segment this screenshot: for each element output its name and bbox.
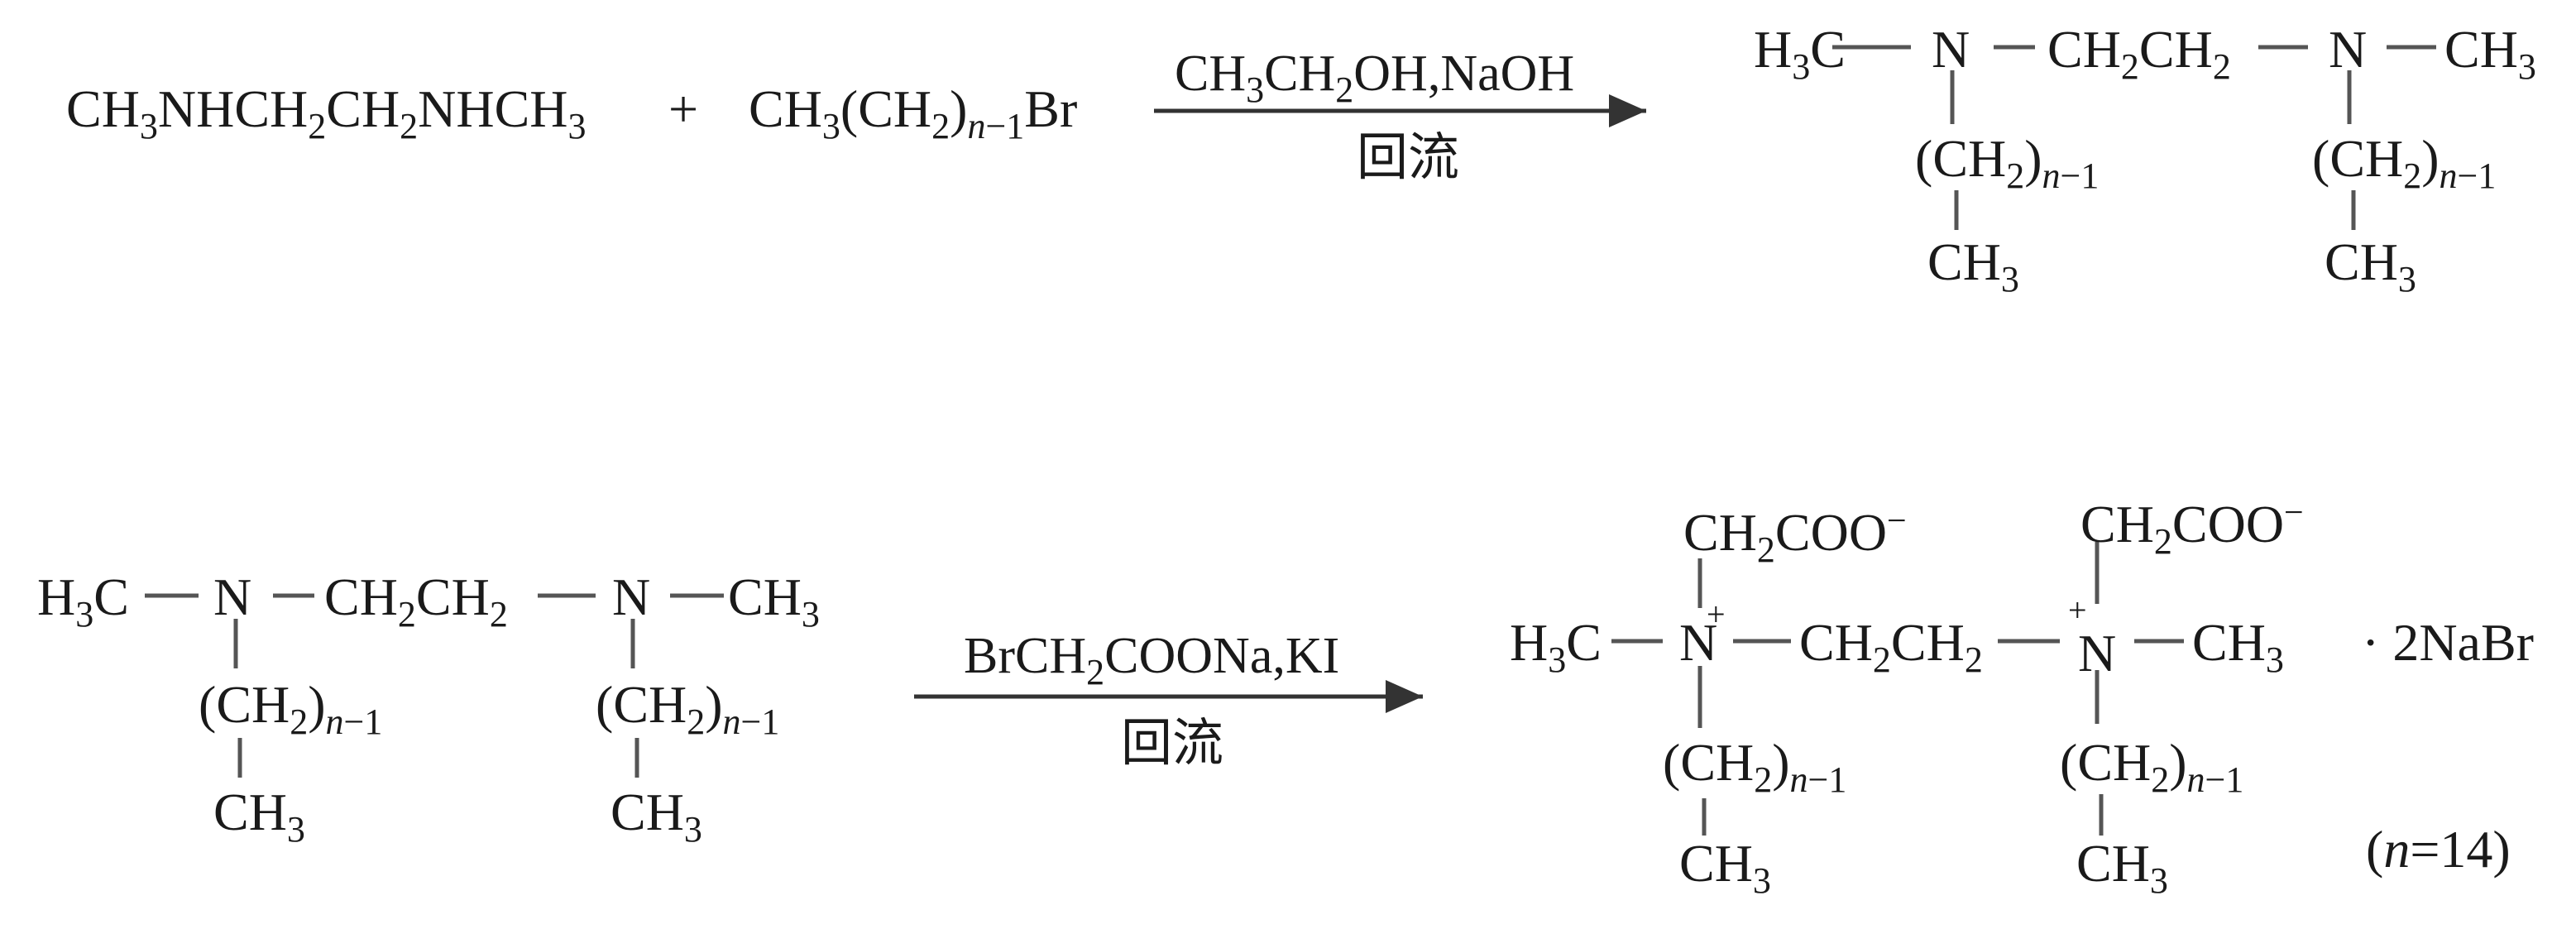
product-n-right: N xyxy=(2078,624,2117,682)
diamine2-bridge: CH2CH2 xyxy=(324,567,508,634)
diamine-n-left: N xyxy=(1932,20,1970,79)
diamine2-terminal-right: CH3 xyxy=(610,783,702,850)
product-n-left-charge: + xyxy=(1707,596,1726,633)
product-terminal-right: CH3 xyxy=(2076,834,2168,901)
plus-sign: + xyxy=(668,79,699,138)
diamine2-terminal-left: CH3 xyxy=(213,783,305,850)
diamine-bridge: CH2CH2 xyxy=(2047,20,2231,87)
product-chain-right: (CH2)n−1 xyxy=(2060,733,2244,800)
product-carboxymethyl-right: CH2COO− xyxy=(2080,494,2304,562)
diamine-chain-right: (CH2)n−1 xyxy=(2312,129,2497,196)
product-carboxymethyl-left: CH2COO− xyxy=(1683,502,1907,570)
product-salt: · 2NaBr xyxy=(2362,613,2534,672)
diamine2-n-left: N xyxy=(213,567,252,626)
diamine-terminal-right: CH3 xyxy=(2325,232,2416,299)
diamine2-h3c: H3C xyxy=(37,567,129,634)
condition-reflux-2: 回流 xyxy=(1121,716,1224,772)
diamine-terminal-left: CH3 xyxy=(1927,232,2019,299)
diamine2-chain-left: (CH2)n−1 xyxy=(199,675,383,742)
condition-reflux-1: 回流 xyxy=(1357,130,1460,186)
diamine-h3c: H3C xyxy=(1754,20,1846,87)
product-n-left: N xyxy=(1679,613,1718,672)
diamine-chain-left: (CH2)n−1 xyxy=(1915,129,2100,196)
product-h3c: H3C xyxy=(1510,613,1602,680)
reactant-alkyl-bromide: CH3(CH2)n−1Br xyxy=(749,79,1078,146)
product-terminal-left: CH3 xyxy=(1679,834,1771,901)
reagents-2: BrCH2COONa,KI xyxy=(964,628,1340,692)
reactant-diamine: CH3NHCH2CH2NHCH3 xyxy=(66,79,587,146)
diamine-ch3-right: CH3 xyxy=(2444,20,2536,87)
reagents-1: CH3CH2OH,NaOH xyxy=(1175,45,1575,110)
diamine2-chain-right: (CH2)n−1 xyxy=(596,675,780,742)
bonds xyxy=(145,45,2436,836)
diamine2-ch3-right: CH3 xyxy=(728,567,820,634)
chain-length-note: (n=14) xyxy=(2366,820,2511,879)
product-ch3-right: CH3 xyxy=(2192,613,2284,680)
diamine2-n-right: N xyxy=(612,567,651,626)
product-n-right-charge: + xyxy=(2068,591,2087,629)
diamine-n-right: N xyxy=(2329,20,2368,79)
product-chain-left: (CH2)n−1 xyxy=(1663,733,1847,800)
product-bridge: CH2CH2 xyxy=(1799,613,1983,680)
